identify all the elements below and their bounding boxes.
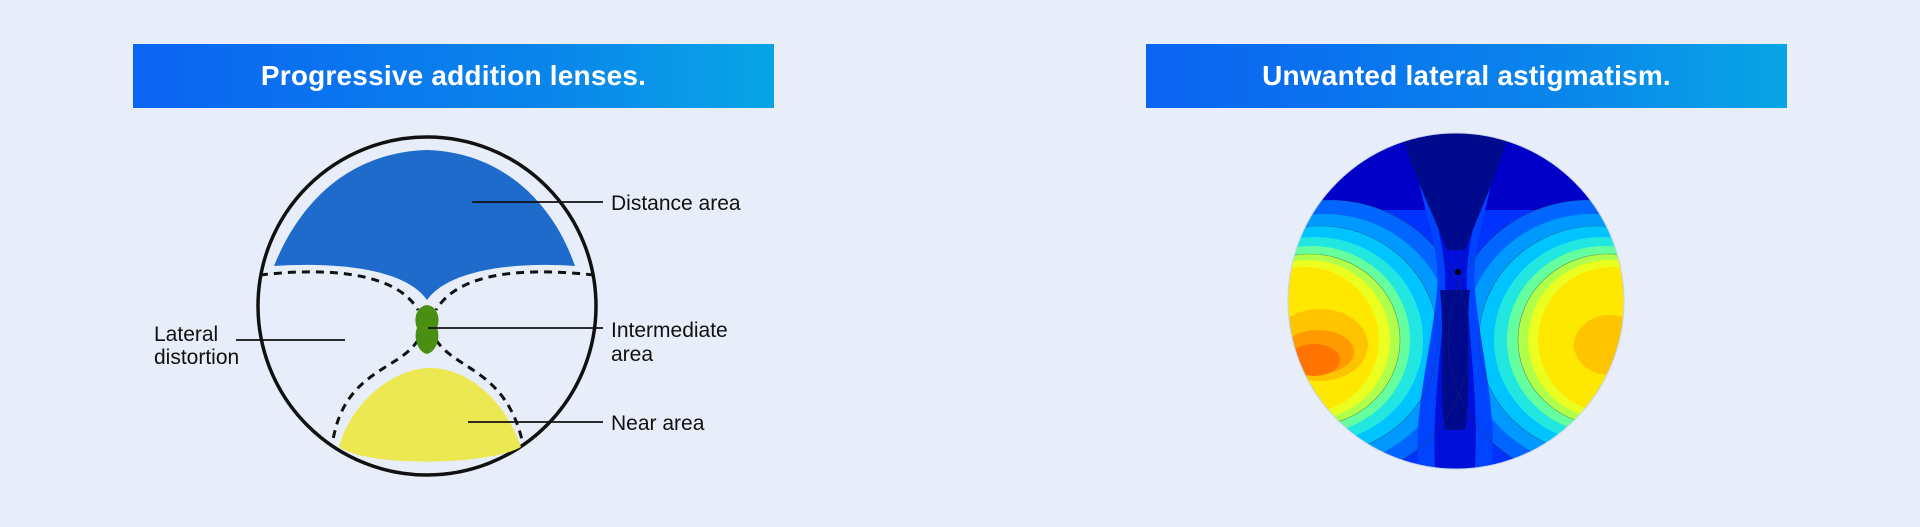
- near-zone: [339, 368, 521, 462]
- fitting-point: [1455, 269, 1461, 275]
- right-lobe: [1448, 200, 1624, 469]
- left-panel-title: Progressive addition lenses.: [133, 44, 774, 108]
- intermediate-area-label-2: area: [611, 343, 653, 366]
- progressive-lens-diagram: Distance area Intermediate area Near are…: [154, 135, 741, 477]
- distance-area-label: Distance area: [611, 192, 741, 215]
- right-panel-title: Unwanted lateral astigmatism.: [1146, 44, 1787, 108]
- lateral-distortion-label: Lateral: [154, 323, 218, 346]
- intermediate-area-label: Intermediate: [611, 319, 728, 342]
- astigmatism-map: [1288, 133, 1624, 469]
- near-area-label: Near area: [611, 412, 705, 435]
- map-outline: [1287, 132, 1625, 470]
- leader-lines: [236, 201, 603, 423]
- intermediate-zone: [415, 305, 439, 354]
- zone-boundaries: [259, 270, 595, 441]
- distance-zone: [274, 150, 575, 300]
- lateral-distortion-label-2: distortion: [154, 346, 239, 369]
